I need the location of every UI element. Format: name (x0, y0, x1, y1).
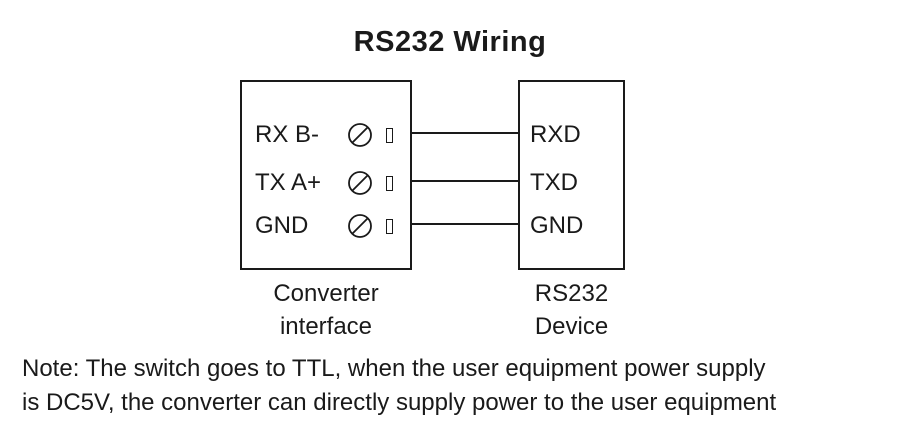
pin-label-gnd: GND (255, 212, 309, 239)
rs232-device-caption: RS232 Device (488, 277, 655, 343)
note-line-2: is DC5V, the converter can directly supp… (22, 389, 777, 416)
connector-pin-icon (386, 175, 393, 191)
pin-label-tx-a: TX A+ (255, 169, 322, 196)
converter-interface-box: RX B- TX A+ GND (240, 80, 412, 270)
diagram-title: RS232 Wiring (353, 26, 547, 58)
screw-terminal-icon (347, 213, 373, 239)
wire-gnd (412, 223, 518, 225)
pin-row-rx-b: RX B- (242, 118, 410, 152)
caption-line: Device (534, 313, 609, 340)
caption-line: Converter (273, 280, 379, 307)
screw-terminal-icon (347, 170, 373, 196)
connector-pin-icon (386, 218, 393, 234)
pin-row-gnd: GND (242, 209, 410, 243)
screw-terminal-icon (347, 122, 373, 148)
pin-label-rx-b: RX B- (255, 121, 320, 148)
pin-label-device-gnd: GND (530, 212, 584, 239)
pin-label-rxd: RXD (530, 121, 581, 148)
caption-line: interface (279, 313, 373, 340)
rs232-device-box: RXD TXD GND (518, 80, 625, 270)
pin-row-tx-a: TX A+ (242, 166, 410, 200)
wire-txd (412, 180, 518, 182)
connector-pin-icon (386, 127, 393, 143)
converter-interface-caption: Converter interface (240, 277, 412, 343)
pin-label-txd: TXD (530, 169, 578, 196)
wire-rxd (412, 132, 518, 134)
caption-line: RS232 (534, 280, 609, 307)
note-line-1: Note: The switch goes to TTL, when the u… (22, 355, 766, 382)
note-text: Note: The switch goes to TTL, when the u… (22, 352, 888, 420)
